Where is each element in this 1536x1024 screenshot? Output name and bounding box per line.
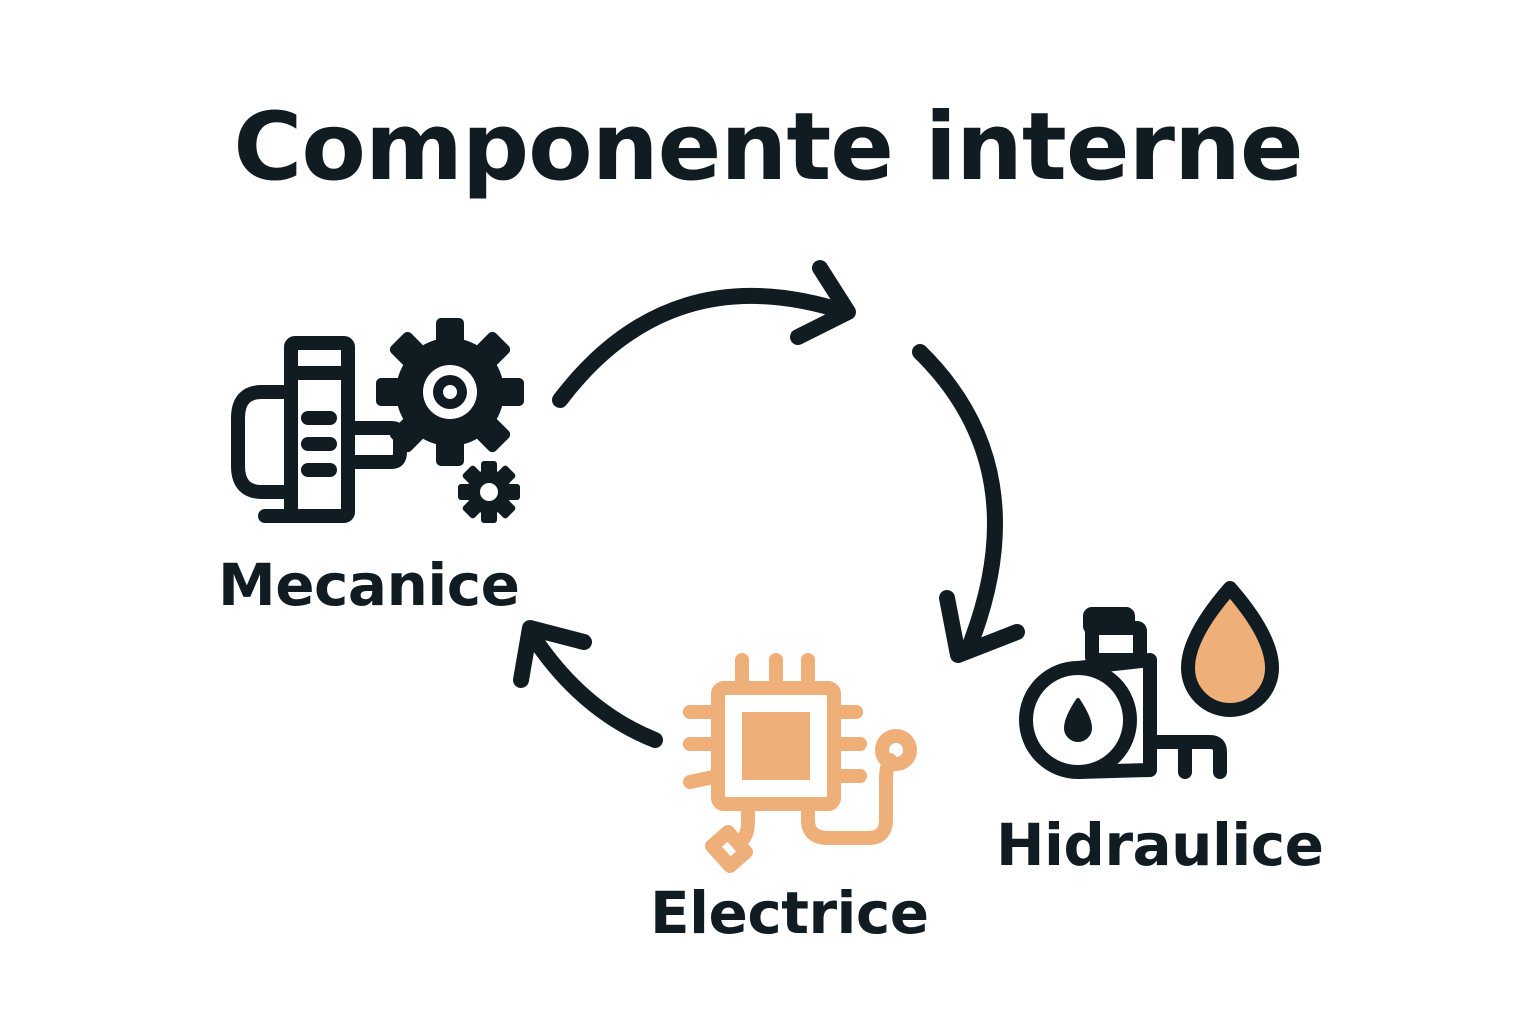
motor-casing xyxy=(231,385,298,499)
pump-inner-drop xyxy=(1064,698,1092,742)
motor-gears-icon xyxy=(231,336,407,523)
arrow-mecanice-to-hidraulice-top xyxy=(552,260,856,408)
cycle-arrows xyxy=(513,260,1025,748)
oil-drop-icon xyxy=(1181,581,1279,717)
node-label-electrice: Electrice xyxy=(650,879,929,947)
node-label-hidraulice: Hidraulice xyxy=(996,811,1324,879)
chip-circuit-icon xyxy=(683,653,917,873)
node-label-mecanice: Mecanice xyxy=(218,551,520,619)
pump-pipe xyxy=(1158,735,1227,779)
small-gear-icon xyxy=(458,461,520,523)
arrow-mecanice-to-hidraulice-right xyxy=(912,344,1025,663)
arrow-electrice-to-mecanice xyxy=(513,620,663,748)
large-gear-icon xyxy=(376,318,524,466)
circuit-plug xyxy=(705,825,753,873)
circuit-node xyxy=(875,729,917,771)
diagram-title: Componente interne xyxy=(233,93,1303,202)
hydraulic-pump-drop-icon xyxy=(1019,607,1227,779)
circuit-wire-right xyxy=(801,753,897,845)
chip-core xyxy=(742,712,810,780)
pump-cap xyxy=(1083,607,1135,635)
